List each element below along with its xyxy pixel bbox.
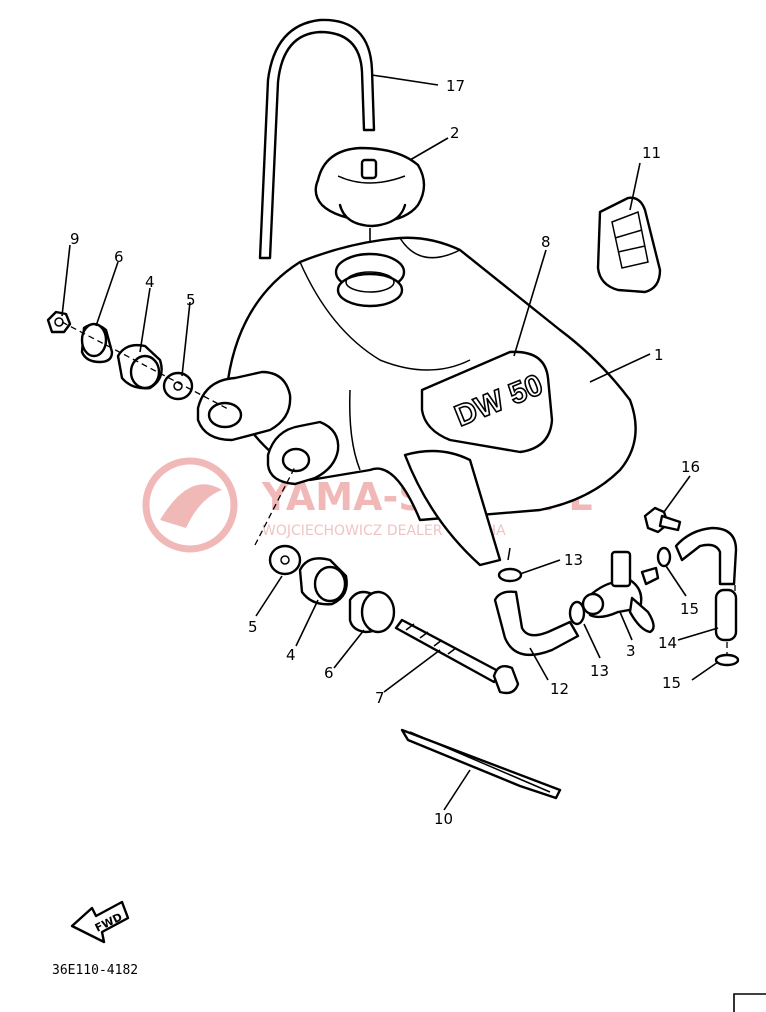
callout-8: 8 xyxy=(541,233,551,251)
part-5-washer-lower xyxy=(268,544,302,576)
drawing-code: 36E110-4182 xyxy=(52,963,138,978)
part-5-washer-upper xyxy=(162,371,194,401)
fwd-arrow-icon: FWD xyxy=(70,900,130,944)
callout-16: 16 xyxy=(681,458,700,476)
callout-3: 3 xyxy=(626,642,636,660)
part-7-bolt xyxy=(394,618,520,695)
corner-mark xyxy=(733,993,766,1012)
part-13-clip-upper xyxy=(497,547,523,583)
part-3-fuel-cock xyxy=(581,550,660,634)
part-13-clip-lower xyxy=(568,600,586,626)
callout-11: 11 xyxy=(642,144,661,162)
callout-6-lower: 6 xyxy=(324,664,334,682)
part-9-nut xyxy=(46,310,72,334)
callout-12: 12 xyxy=(550,680,569,698)
part-14-fuel-hose xyxy=(674,526,738,642)
callout-5-upper: 5 xyxy=(186,291,196,309)
callout-15-lower: 15 xyxy=(662,674,681,692)
callout-5-lower: 5 xyxy=(248,618,258,636)
callout-2: 2 xyxy=(450,124,460,142)
part-15-clip-lower xyxy=(714,653,740,667)
callout-14: 14 xyxy=(658,634,677,652)
callout-4-lower: 4 xyxy=(286,646,296,664)
callout-10: 10 xyxy=(434,810,453,828)
callout-13-upper: 13 xyxy=(564,551,583,569)
callout-13-lower: 13 xyxy=(590,662,609,680)
part-16-bolt xyxy=(643,506,682,534)
callout-9: 9 xyxy=(70,230,80,248)
part-17-breather-hose xyxy=(258,18,376,260)
callout-4-upper: 4 xyxy=(145,273,155,291)
part-15-clip-upper xyxy=(656,546,672,568)
part-4-damper-upper xyxy=(116,343,163,390)
callout-15-upper: 15 xyxy=(680,600,699,618)
callout-1: 1 xyxy=(654,346,664,364)
part-8-emblem: DW 50 xyxy=(420,350,554,454)
watermark-logo-mark xyxy=(160,484,222,528)
part-10-pad xyxy=(400,728,562,800)
tank-mount-bracket xyxy=(196,370,340,486)
callout-17: 17 xyxy=(446,77,465,95)
leader-lines xyxy=(61,74,719,811)
part-11-plate xyxy=(596,196,662,294)
watermark-logo-icon xyxy=(142,457,238,553)
part-4-damper-lower xyxy=(298,557,348,606)
part-12-fuel-hose xyxy=(493,590,580,657)
part-6-collar-lower xyxy=(348,590,396,634)
callout-6-upper: 6 xyxy=(114,248,124,266)
part-6-collar-upper xyxy=(80,322,114,364)
callout-7: 7 xyxy=(375,689,385,707)
part-2-fuel-cap xyxy=(314,146,426,228)
